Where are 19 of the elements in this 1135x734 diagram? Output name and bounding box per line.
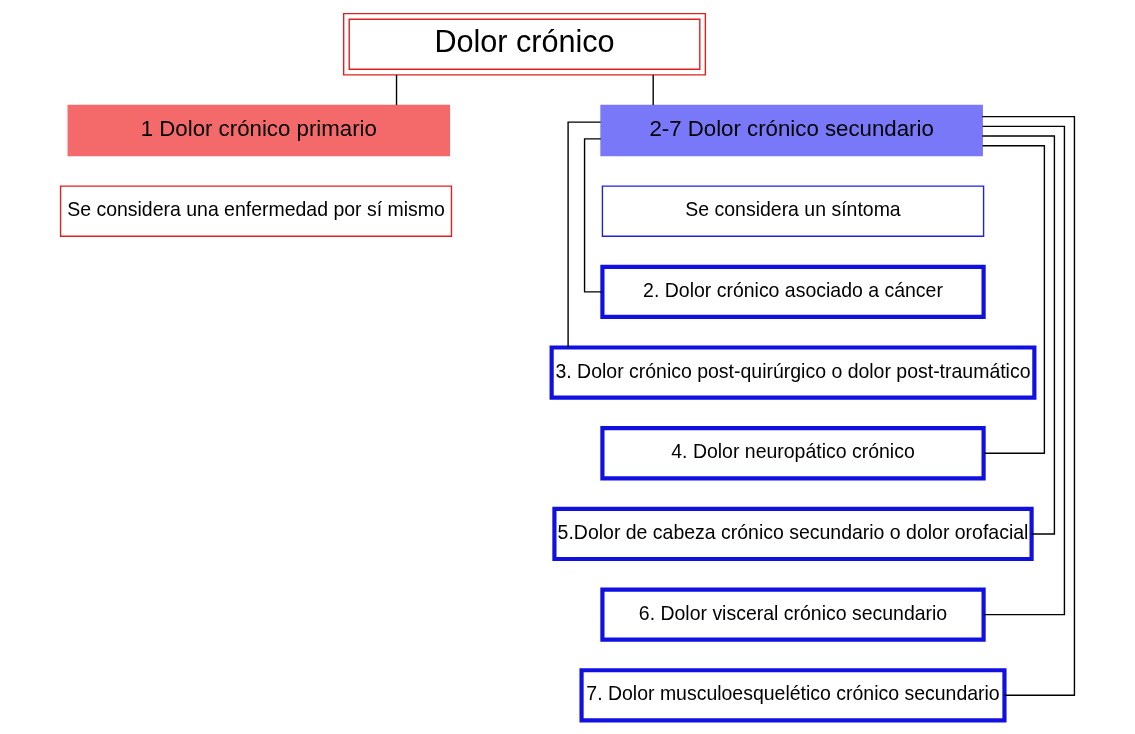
connector <box>981 145 1046 454</box>
node-box: Dolor crónico <box>342 12 707 76</box>
node-box: Se considera un síntoma <box>601 185 985 237</box>
node-box: 1 Dolor crónico primario <box>67 104 451 157</box>
connector <box>981 115 1076 696</box>
node-box: 6. Dolor visceral crónico secundario <box>600 587 986 642</box>
node-box: 4. Dolor neuropático crónico <box>600 426 986 481</box>
node-box: Se considera una enfermedad por sí mismo <box>59 185 453 237</box>
node-box: 2-7 Dolor crónico secundario <box>600 104 983 157</box>
connector <box>981 135 1056 535</box>
connector <box>652 74 654 106</box>
connector <box>395 74 398 106</box>
node-box: 2. Dolor crónico asociado a cáncer <box>600 264 986 319</box>
connector <box>583 138 604 293</box>
connector <box>567 121 602 348</box>
node-box: 5.Dolor de cabeza crónico secundario o dolor orofacial <box>552 506 1034 562</box>
node-box: 3. Dolor crónico post-quirúrgico o dolor post-traumático <box>549 345 1037 400</box>
node-box: 7. Dolor musculoesquelético crónico secundario <box>579 668 1007 723</box>
connector <box>981 125 1066 616</box>
